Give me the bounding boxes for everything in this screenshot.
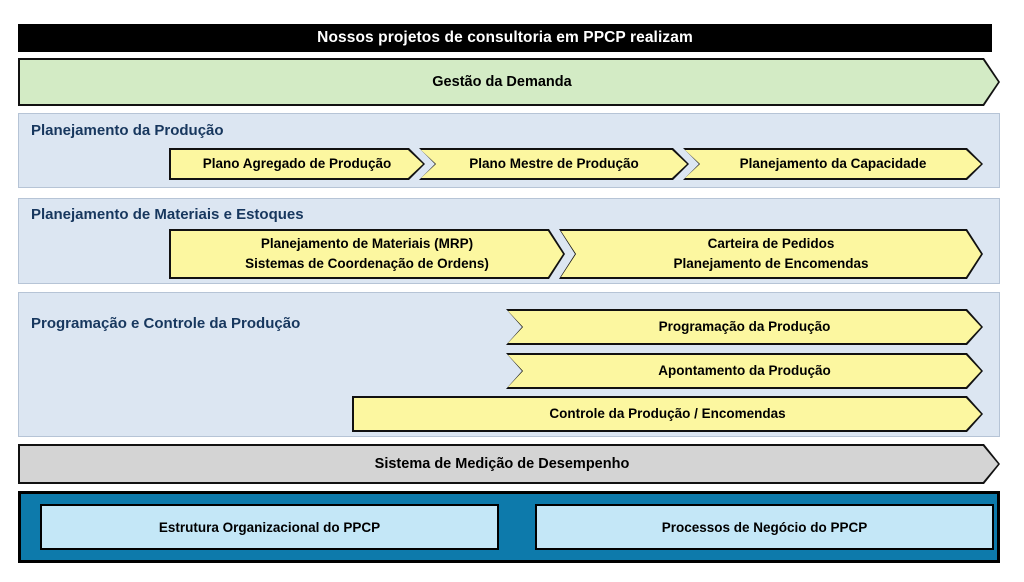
chevron-fill — [508, 311, 981, 343]
chevron-carteira-pedidos[interactable]: Carteira de Pedidos Planejamento de Enco… — [559, 229, 983, 279]
diagram-title-banner: Nossos projetos de consultoria em PPCP r… — [18, 24, 992, 52]
chevron-label: Apontamento da Produção — [506, 353, 983, 389]
chevron-label: Planejamento da Capacidade — [683, 148, 983, 180]
chevron-label-line1: Plano Agregado de Produção — [202, 156, 392, 172]
chevron-label-line2: Planejamento de Encomendas — [673, 256, 869, 271]
chevron-planejamento-materiais-mrp[interactable]: Planejamento de Materiais (MRP) Sistemas… — [169, 229, 565, 279]
foundation-box-estrutura[interactable]: Estrutura Organizacional do PPCP — [40, 504, 499, 550]
performance-measurement-band[interactable]: Sistema de Medição de Desempenho — [18, 444, 1000, 484]
chevron-label-line1: Planejamento da Capacidade — [739, 156, 927, 172]
chevron-label-line1: Controle da Produção / Encomendas — [549, 406, 786, 422]
chevron-label-line1: Carteira de Pedidos — [707, 236, 835, 252]
chevron-label: Planejamento de Materiais (MRP) Sistemas… — [169, 229, 565, 279]
chevron-label-line1: Programação da Produção — [658, 319, 831, 335]
chevron-fill — [508, 355, 981, 387]
chevron-label-line1: Plano Mestre de Produção — [469, 156, 639, 172]
chevron-label: Carteira de Pedidos Planejamento de Enco… — [559, 229, 983, 279]
chevron-fill — [561, 231, 981, 277]
section-planejamento-producao: Planejamento da Produção Plano Agregado … — [18, 113, 1000, 188]
demand-band-label: Gestão da Demanda — [432, 74, 572, 90]
demand-band-fill — [20, 60, 998, 104]
section-title-planejamento-materiais: Planejamento de Materiais e Estoques — [31, 206, 304, 223]
section-title-planejamento-producao: Planejamento da Produção — [31, 122, 224, 139]
chevron-label-line1: Apontamento da Produção — [658, 363, 831, 379]
chevron-fill — [421, 150, 687, 178]
chevron-label-line2: Sistemas de Coordenação de Ordens) — [245, 256, 489, 271]
chevron-label: Programação da Produção — [506, 309, 983, 345]
section-programacao-controle: Programação e Controle da Produção Progr… — [18, 292, 1000, 437]
chevron-apontamento-producao[interactable]: Apontamento da Produção — [506, 353, 983, 389]
chevron-label: Plano Mestre de Produção — [419, 148, 689, 180]
chevron-plano-agregado[interactable]: Plano Agregado de Produção — [169, 148, 425, 180]
chevron-fill — [354, 398, 981, 430]
chevron-controle-producao-encomendas[interactable]: Controle da Produção / Encomendas — [352, 396, 983, 432]
chevron-label-line1: Planejamento de Materiais (MRP) — [260, 236, 474, 252]
chevron-fill — [171, 150, 423, 178]
section-title-programacao-controle: Programação e Controle da Produção — [31, 315, 301, 332]
chevron-planejamento-capacidade[interactable]: Planejamento da Capacidade — [683, 148, 983, 180]
section-planejamento-materiais: Planejamento de Materiais e Estoques Pla… — [18, 198, 1000, 284]
chevron-fill — [171, 231, 563, 277]
measurement-band-fill — [20, 446, 998, 482]
chevron-label: Controle da Produção / Encomendas — [352, 396, 983, 432]
chevron-label: Plano Agregado de Produção — [169, 148, 425, 180]
chevron-fill — [685, 150, 981, 178]
demand-management-band[interactable]: Gestão da Demanda — [18, 58, 1000, 106]
chevron-programacao-producao[interactable]: Programação da Produção — [506, 309, 983, 345]
foundation-box-processos[interactable]: Processos de Negócio do PPCP — [535, 504, 994, 550]
measurement-band-label: Sistema de Medição de Desempenho — [374, 456, 630, 472]
diagram-title-text: Nossos projetos de consultoria em PPCP r… — [317, 29, 693, 46]
chevron-plano-mestre[interactable]: Plano Mestre de Produção — [419, 148, 689, 180]
foundation-bar: Estrutura Organizacional do PPCP Process… — [18, 491, 1000, 563]
